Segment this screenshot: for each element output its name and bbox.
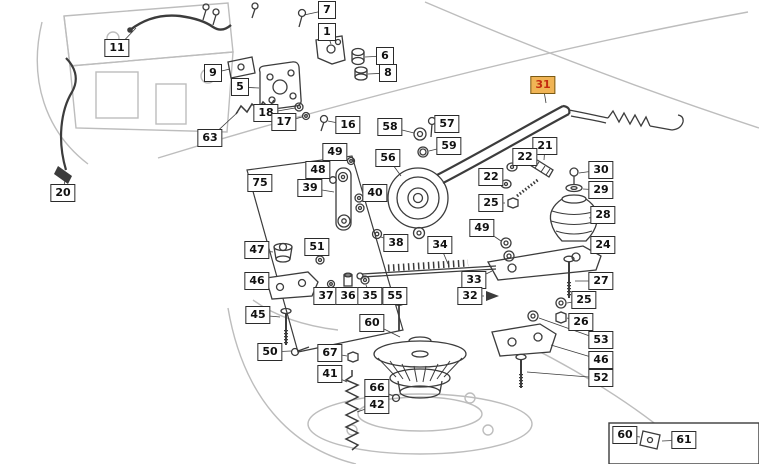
- part-label-25[interactable]: 25: [571, 291, 597, 309]
- part-label-36[interactable]: 36: [335, 287, 361, 305]
- part-label-17[interactable]: 17: [271, 113, 297, 131]
- part-label-8[interactable]: 8: [379, 64, 397, 82]
- spindle-60-group: [344, 300, 467, 451]
- rod-11: [127, 14, 232, 33]
- plate-46-right: [491, 310, 557, 388]
- cable-20: [54, 57, 77, 184]
- part-label-41[interactable]: 41: [317, 365, 343, 383]
- part-label-20[interactable]: 20: [50, 184, 76, 202]
- part-label-25[interactable]: 25: [478, 194, 504, 212]
- bracket-24: [486, 237, 602, 281]
- part-label-51[interactable]: 51: [304, 238, 330, 256]
- part-label-22[interactable]: 22: [512, 148, 538, 166]
- part-label-7[interactable]: 7: [318, 1, 336, 19]
- part-label-16[interactable]: 16: [335, 116, 361, 134]
- part-label-60[interactable]: 60: [612, 426, 638, 444]
- arrow-32-icon: [486, 291, 499, 301]
- part-label-38[interactable]: 38: [383, 234, 409, 252]
- rod-33: [356, 259, 499, 301]
- part-label-28[interactable]: 28: [590, 206, 616, 224]
- part-label-5[interactable]: 5: [231, 78, 249, 96]
- part-label-33[interactable]: 33: [461, 271, 487, 289]
- part-label-6[interactable]: 6: [376, 47, 394, 65]
- part-label-39[interactable]: 39: [297, 179, 323, 197]
- part-label-45[interactable]: 45: [245, 306, 271, 324]
- part-label-11[interactable]: 11: [104, 39, 130, 57]
- part-label-47[interactable]: 47: [244, 241, 270, 259]
- part-label-60[interactable]: 60: [359, 314, 385, 332]
- part-label-56[interactable]: 56: [375, 149, 401, 167]
- part-label-50[interactable]: 50: [257, 343, 283, 361]
- part-label-75[interactable]: 75: [247, 174, 273, 192]
- part-label-26[interactable]: 26: [568, 313, 594, 331]
- link-39-group: [329, 156, 383, 240]
- part-label-32[interactable]: 32: [457, 287, 483, 305]
- pulley-56: [387, 167, 449, 240]
- part-label-49[interactable]: 49: [469, 219, 495, 237]
- part-label-9[interactable]: 9: [204, 64, 222, 82]
- part-label-24[interactable]: 24: [590, 236, 616, 254]
- parts-art: [54, 2, 759, 464]
- part-label-21[interactable]: 21: [532, 137, 558, 155]
- part-label-57[interactable]: 57: [434, 115, 460, 133]
- part-label-63[interactable]: 63: [197, 129, 223, 147]
- part-label-18[interactable]: 18: [253, 104, 279, 122]
- part-label-31-highlighted[interactable]: 31: [530, 76, 556, 94]
- part-label-35[interactable]: 35: [357, 287, 383, 305]
- part-label-46[interactable]: 46: [588, 351, 614, 369]
- part-label-29[interactable]: 29: [588, 181, 614, 199]
- idler-47-group: [265, 242, 370, 357]
- part-label-46[interactable]: 46: [244, 272, 270, 290]
- part-label-40[interactable]: 40: [362, 184, 388, 202]
- screw-icon: [202, 2, 307, 28]
- part-label-42[interactable]: 42: [364, 396, 390, 414]
- bracket-part-1: [315, 35, 346, 65]
- belt-31: [436, 104, 571, 184]
- part-label-52[interactable]: 52: [588, 369, 614, 387]
- part-label-22[interactable]: 22: [478, 168, 504, 186]
- part-label-61[interactable]: 61: [671, 431, 697, 449]
- part-label-67[interactable]: 67: [317, 344, 343, 362]
- part-label-53[interactable]: 53: [588, 331, 614, 349]
- part-label-59[interactable]: 59: [436, 137, 462, 155]
- spacer-parts: [351, 47, 368, 81]
- part-label-37[interactable]: 37: [313, 287, 339, 305]
- cable-spring-right: [568, 109, 684, 131]
- part-label-30[interactable]: 30: [588, 161, 614, 179]
- part-label-34[interactable]: 34: [427, 236, 453, 254]
- bolt-27-group: [555, 255, 575, 324]
- part-label-49[interactable]: 49: [322, 143, 348, 161]
- part-label-48[interactable]: 48: [305, 161, 331, 179]
- part-label-27[interactable]: 27: [588, 272, 614, 290]
- part-label-1[interactable]: 1: [318, 23, 336, 41]
- part-label-58[interactable]: 58: [377, 118, 403, 136]
- part-label-66[interactable]: 66: [364, 379, 390, 397]
- part-label-55[interactable]: 55: [382, 287, 408, 305]
